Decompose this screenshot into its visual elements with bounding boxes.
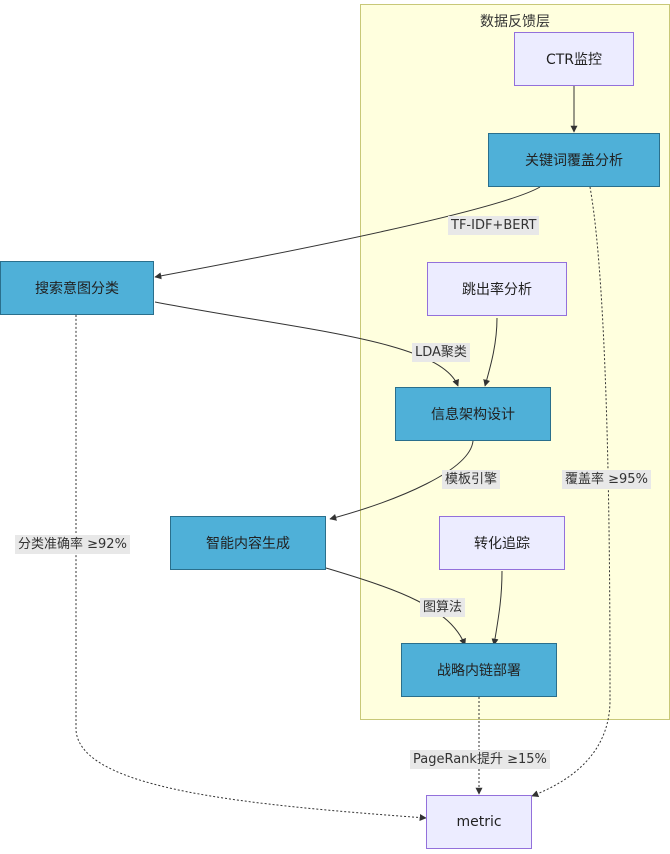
edge-search-intent-to-info-arch bbox=[154, 301, 459, 387]
ctr-monitor-node[interactable]: CTR监控 bbox=[514, 32, 634, 86]
link-deployment-node[interactable]: 战略内链部署 bbox=[401, 643, 557, 697]
cluster-title: 数据反馈层 bbox=[480, 14, 550, 30]
edge-label-classify: 分类准确率 ≥92% bbox=[15, 535, 130, 554]
edge-label-coverage: 覆盖率 ≥95% bbox=[562, 470, 651, 489]
edge-keyword-to-search-intent bbox=[154, 186, 541, 280]
smart-content-node[interactable]: 智能内容生成 bbox=[170, 516, 326, 570]
edge-label-tfidf: TF-IDF+BERT bbox=[448, 216, 540, 235]
metric-node[interactable]: metric bbox=[426, 795, 532, 849]
edge-label-graph: 图算法 bbox=[420, 598, 466, 617]
edge-search-intent-to-metric bbox=[75, 315, 427, 822]
edge-label-template: 模板引擎 bbox=[442, 470, 501, 489]
data-feedback-layer: 数据反馈层 bbox=[360, 4, 670, 720]
conversion-tracking-node[interactable]: 转化追踪 bbox=[439, 516, 565, 570]
edge-keyword-to-metric bbox=[531, 186, 611, 797]
bounce-rate-node[interactable]: 跳出率分析 bbox=[427, 262, 567, 316]
edge-info-arch-to-smart-content bbox=[329, 440, 474, 521]
keyword-coverage-node[interactable]: 关键词覆盖分析 bbox=[488, 133, 660, 187]
edge-bounce-to-info-arch bbox=[483, 317, 498, 387]
info-architecture-node[interactable]: 信息架构设计 bbox=[395, 387, 551, 441]
edge-label-lda: LDA聚类 bbox=[412, 343, 470, 362]
edge-label-pagerank: PageRank提升 ≥15% bbox=[410, 750, 550, 769]
edge-conversion-to-link-deploy bbox=[491, 570, 503, 646]
edge-smart-content-to-link-deploy bbox=[325, 567, 466, 646]
search-intent-node[interactable]: 搜索意图分类 bbox=[0, 261, 154, 315]
